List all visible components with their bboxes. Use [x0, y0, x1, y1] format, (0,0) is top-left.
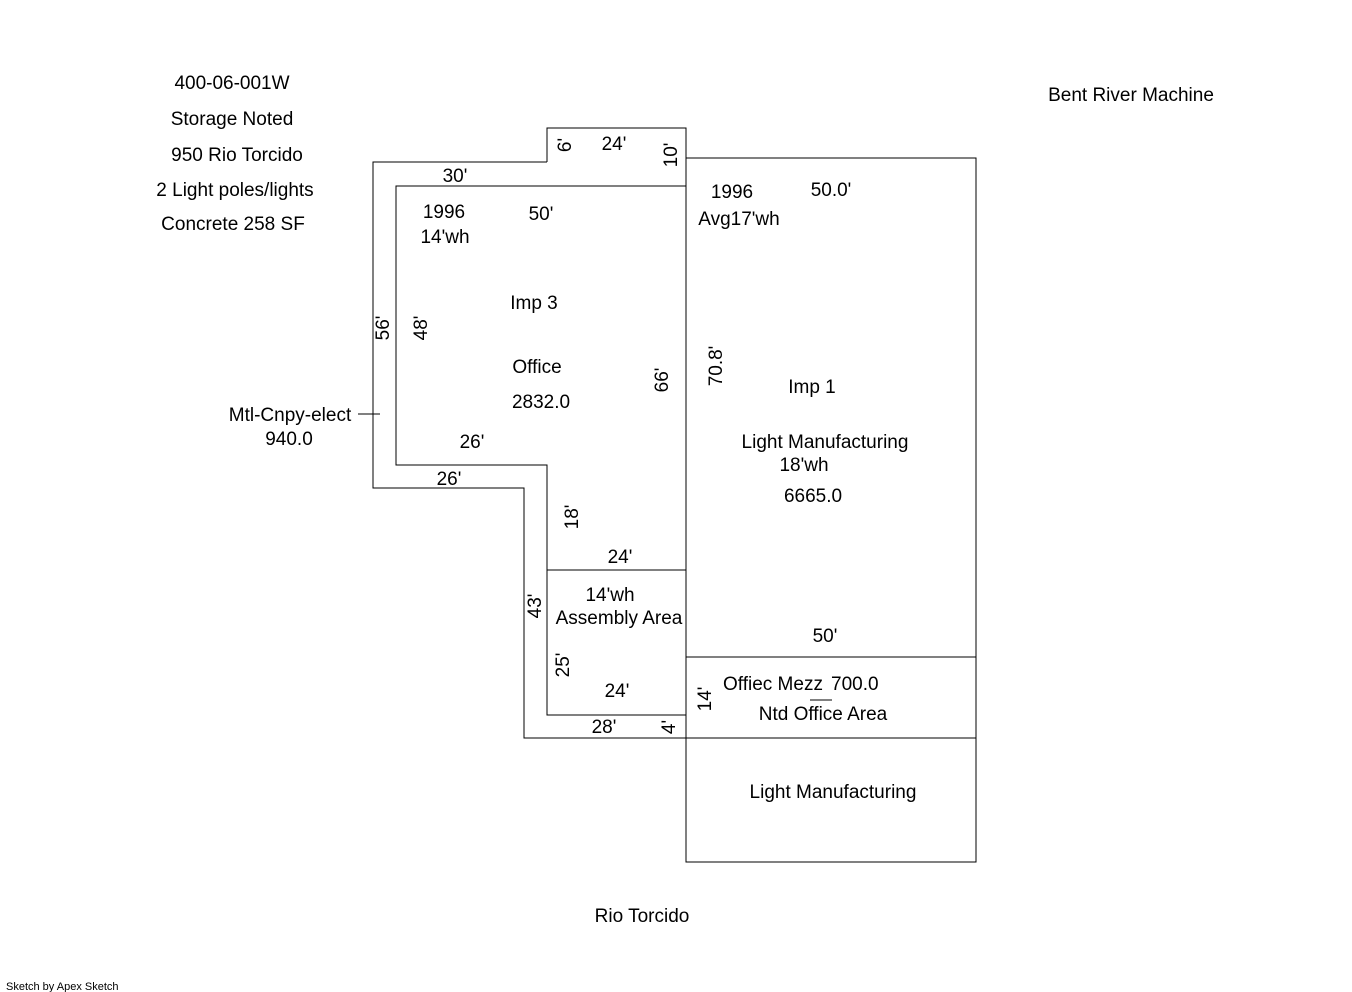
- office-year: 1996: [423, 202, 465, 223]
- mezzanine-outline: [685, 656, 977, 739]
- manufacturing-imp: Imp 1: [788, 377, 836, 398]
- parcel-id: 400-06-001W: [174, 73, 289, 94]
- canopy-top-bump: [546, 127, 687, 186]
- dim-6ft: 6': [555, 138, 576, 152]
- manufacturing-year: 1996: [711, 182, 753, 203]
- dim-50ft-mezz: 50': [813, 626, 838, 647]
- canopy-area: 940.0: [265, 429, 313, 450]
- manufacturing-wall-height-2: 18'wh: [779, 455, 828, 476]
- address: 950 Rio Torcido: [171, 145, 303, 166]
- mezzanine-use: Ntd Office Area: [759, 704, 888, 725]
- dim-10ft: 10': [661, 143, 682, 168]
- assembly-wall-height: 14'wh: [585, 585, 634, 606]
- lower-section-use: Light Manufacturing: [750, 782, 917, 803]
- manufacturing-use: Light Manufacturing: [742, 432, 909, 453]
- canopy-outline: [372, 161, 686, 739]
- office-area: 2832.0: [512, 392, 570, 413]
- dim-70-8ft: 70.8': [706, 346, 727, 387]
- lights-note: 2 Light poles/lights: [156, 180, 313, 201]
- storage-note: Storage Noted: [171, 109, 294, 130]
- dim-56ft: 56': [373, 316, 394, 341]
- mezzanine-area: 700.0: [831, 674, 879, 695]
- dim-28ft: 28': [592, 717, 617, 738]
- office-imp: Imp 3: [510, 293, 558, 314]
- dim-26ft-inner: 26': [460, 432, 485, 453]
- dim-48ft: 48': [411, 316, 432, 341]
- canopy-label: Mtl-Cnpy-elect: [229, 405, 352, 426]
- office-wall-height: 14'wh: [420, 227, 469, 248]
- dim-4ft: 4': [659, 720, 680, 734]
- street-name: Rio Torcido: [595, 906, 690, 927]
- dim-43ft: 43': [525, 594, 546, 619]
- assembly-outline: [546, 570, 686, 716]
- office-use: Office: [512, 357, 561, 378]
- manufacturing-area: 6665.0: [784, 486, 842, 507]
- mezzanine-label: Offiec Mezz: [723, 674, 823, 695]
- assembly-use: Assembly Area: [556, 608, 683, 629]
- dim-14ft: 14': [695, 687, 716, 712]
- manufacturing-wall-height: Avg17'wh: [698, 209, 779, 230]
- manufacturing-outline: [685, 157, 977, 863]
- dim-24ft-mid: 24': [608, 547, 633, 568]
- footer-credit: Sketch by Apex Sketch: [6, 981, 119, 992]
- dim-18ft: 18': [562, 505, 583, 530]
- dim-50ft-office: 50': [529, 204, 554, 225]
- dim-24ft-top: 24': [602, 134, 627, 155]
- dim-26ft-outer: 26': [437, 469, 462, 490]
- dim-25ft: 25': [553, 653, 574, 678]
- dim-50ft-manufacturing: 50.0': [811, 180, 852, 201]
- owner-name: Bent River Machine: [1048, 85, 1214, 106]
- concrete-note: Concrete 258 SF: [161, 214, 305, 235]
- dim-30ft: 30': [443, 166, 468, 187]
- dim-66ft: 66': [652, 368, 673, 393]
- dim-24ft-low: 24': [605, 681, 630, 702]
